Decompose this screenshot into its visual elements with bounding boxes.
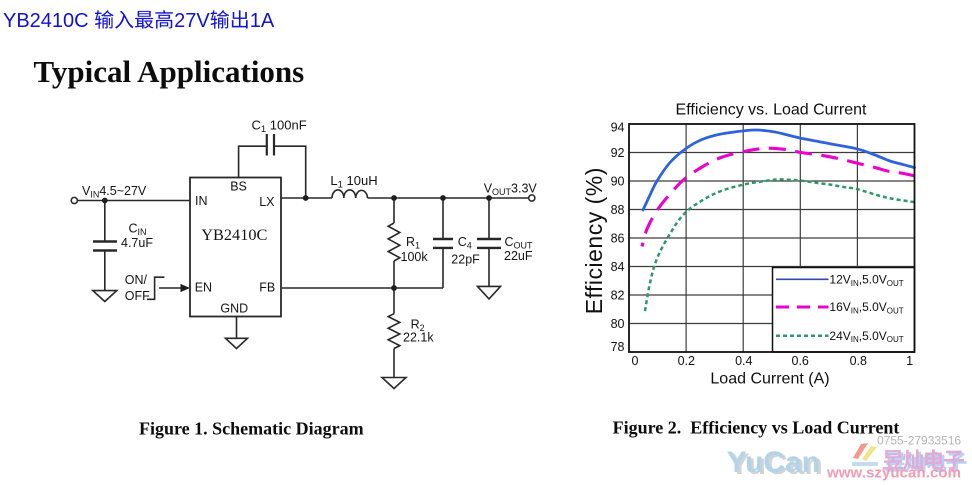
svg-text:BS: BS (230, 180, 247, 194)
svg-text:90: 90 (611, 174, 625, 188)
svg-text:0755-27933516: 0755-27933516 (877, 434, 961, 448)
svg-text:22uF: 22uF (504, 249, 533, 263)
svg-text:94: 94 (611, 121, 625, 135)
svg-text:YuCan: YuCan (729, 448, 822, 481)
svg-text:0.2: 0.2 (678, 354, 695, 368)
svg-text:VOUT3.3V: VOUT3.3V (484, 182, 538, 198)
svg-text:16VIN,5.0VOUT: 16VIN,5.0VOUT (829, 300, 903, 315)
svg-text:Figure 2. Efficiency vs Load: Figure 2. Efficiency vs Load Current (613, 418, 900, 438)
svg-text:VIN4.5~27V: VIN4.5~27V (82, 184, 147, 200)
svg-text:84: 84 (611, 260, 625, 274)
svg-text:4.7uF: 4.7uF (121, 236, 153, 250)
svg-text:Efficiency (%): Efficiency (%) (581, 167, 607, 314)
svg-text:Typical Applications: Typical Applications (34, 54, 305, 89)
svg-text:www.szyucan.com: www.szyucan.com (826, 465, 961, 482)
svg-text:R1: R1 (406, 235, 420, 251)
svg-text:Efficiency vs. Load Current: Efficiency vs. Load Current (676, 101, 867, 118)
svg-text:0.4: 0.4 (735, 354, 752, 368)
svg-text:YuCan: YuCan (727, 446, 820, 479)
svg-text:82: 82 (611, 288, 625, 302)
svg-text:R2: R2 (411, 317, 425, 333)
svg-text:CIN: CIN (129, 221, 147, 237)
svg-text:C4: C4 (458, 235, 472, 251)
svg-text:0.6: 0.6 (792, 354, 809, 368)
svg-text:1A: 1A (250, 10, 275, 32)
svg-text:80: 80 (611, 317, 625, 331)
svg-text:LX: LX (259, 195, 275, 209)
svg-text:24VIN,5.0VOUT: 24VIN,5.0VOUT (829, 329, 903, 344)
svg-text:FB: FB (259, 281, 275, 295)
svg-text:ON/: ON/ (125, 273, 148, 287)
svg-text:92: 92 (611, 146, 625, 160)
svg-text:86: 86 (611, 231, 625, 245)
svg-text:22.1k: 22.1k (403, 330, 434, 344)
svg-text:OFF: OFF (125, 289, 150, 303)
svg-text:1: 1 (906, 354, 913, 368)
svg-text:27V: 27V (174, 10, 210, 32)
svg-text:Figure 1. Schematic Diagram: Figure 1. Schematic Diagram (139, 418, 364, 438)
svg-text:78: 78 (611, 340, 625, 354)
svg-text:0.8: 0.8 (850, 354, 867, 368)
svg-text:L1 10uH: L1 10uH (330, 173, 377, 191)
svg-text:GND: GND (220, 301, 248, 315)
svg-text:COUT: COUT (505, 235, 534, 251)
svg-text:22pF: 22pF (451, 252, 480, 266)
svg-text:12VIN,5.0VOUT: 12VIN,5.0VOUT (829, 273, 903, 288)
svg-text:YB2410C: YB2410C (3, 10, 89, 32)
svg-text:C1 100nF: C1 100nF (252, 117, 307, 135)
svg-text:EN: EN (195, 281, 212, 295)
svg-text:100k: 100k (401, 250, 429, 264)
svg-text:0: 0 (632, 354, 639, 368)
svg-text:YB2410C: YB2410C (201, 225, 267, 244)
svg-text:IN: IN (195, 194, 208, 208)
svg-text:Load Current (A): Load Current (A) (710, 371, 829, 388)
svg-text:88: 88 (611, 203, 625, 217)
